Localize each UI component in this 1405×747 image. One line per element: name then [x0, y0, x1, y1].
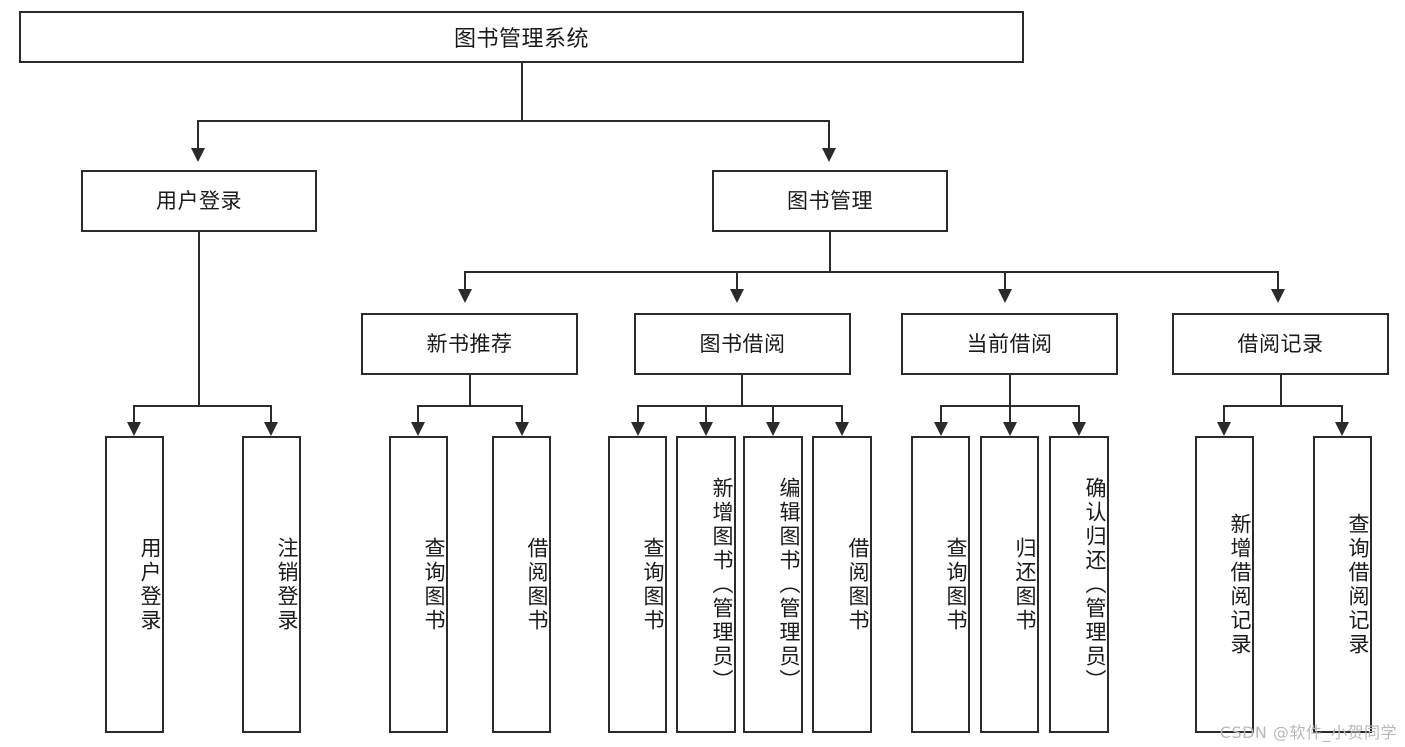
connector-br-drop-2 [1341, 405, 1343, 424]
connector-nbr-stem [469, 375, 471, 406]
arrowhead-bb-leaf-3 [766, 422, 780, 436]
connector-bb-drop-1 [637, 405, 639, 424]
connector-bm-drop-borrow-record [1277, 271, 1279, 291]
connector-user-login-stem [198, 232, 200, 406]
connector-cb-drop-3 [1078, 405, 1080, 424]
leaf-bb-query-book[interactable]: 查询图书 [608, 436, 667, 733]
leaf-cb-return-book[interactable]: 归还图书 [980, 436, 1039, 733]
connector-cb-drop-2 [1009, 405, 1011, 424]
connector-cb-drop-1 [940, 405, 942, 424]
connector-bb-stem [741, 375, 743, 406]
arrowhead-root-to-book-manage [822, 148, 836, 162]
arrowhead-root-to-user-login [191, 148, 205, 162]
arrowhead-bb-leaf-2 [699, 422, 713, 436]
connector-bb-drop-3 [772, 405, 774, 424]
leaf-bb-borrow-book[interactable]: 借阅图书 [812, 436, 872, 733]
connector-bm-drop-book-borrow [736, 271, 738, 291]
connector-bb-bus [637, 405, 843, 407]
leaf-nbr-query-book[interactable]: 查询图书 [389, 436, 448, 733]
leaf-cb-query-book[interactable]: 查询图书 [911, 436, 970, 733]
arrowhead-cb-leaf-2 [1003, 422, 1017, 436]
arrowhead-bb-leaf-1 [631, 422, 645, 436]
connector-nbr-drop-1 [417, 405, 419, 424]
connector-br-bus [1223, 405, 1343, 407]
connector-br-stem [1280, 375, 1282, 406]
node-book-manage[interactable]: 图书管理 [712, 170, 948, 232]
connector-user-login-drop-2 [270, 405, 272, 424]
connector-user-login-drop-1 [133, 405, 135, 424]
connector-root-bus [197, 120, 830, 122]
connector-root-to-user-login [197, 120, 199, 150]
connector-bb-drop-2 [705, 405, 707, 424]
node-root-system[interactable]: 图书管理系统 [19, 11, 1024, 63]
connector-root-stem [521, 63, 523, 121]
leaf-br-add-record[interactable]: 新增借阅记录 [1195, 436, 1254, 733]
arrowhead-cb-leaf-3 [1072, 422, 1086, 436]
arrowhead-br-leaf-1 [1217, 422, 1231, 436]
leaf-nbr-borrow-book[interactable]: 借阅图书 [492, 436, 551, 733]
arrowhead-bm-book-borrow [730, 289, 744, 303]
connector-bm-drop-current-borrow [1004, 271, 1006, 291]
arrowhead-br-leaf-2 [1335, 422, 1349, 436]
connector-book-manage-bus [464, 271, 1279, 273]
node-new-book-recommend[interactable]: 新书推荐 [361, 313, 578, 375]
node-current-borrow[interactable]: 当前借阅 [901, 313, 1118, 375]
connector-nbr-bus [417, 405, 523, 407]
leaf-bb-add-book-admin[interactable]: 新增图书（管理员） [676, 436, 736, 733]
node-borrow-record[interactable]: 借阅记录 [1172, 313, 1389, 375]
leaf-br-query-record[interactable]: 查询借阅记录 [1313, 436, 1372, 733]
connector-root-to-book-manage [828, 120, 830, 150]
arrowhead-nbr-leaf-1 [411, 422, 425, 436]
leaf-cb-confirm-return-admin[interactable]: 确认归还（管理员） [1049, 436, 1109, 733]
connector-bb-drop-4 [841, 405, 843, 424]
connector-cb-stem [1009, 375, 1011, 406]
arrowhead-user-login-leaf-1 [127, 422, 141, 436]
leaf-user-login-logout[interactable]: 注销登录 [242, 436, 301, 733]
connector-bm-drop-new-book [464, 271, 466, 291]
arrowhead-bm-new-book [458, 289, 472, 303]
node-user-login[interactable]: 用户登录 [81, 170, 317, 232]
node-book-borrow[interactable]: 图书借阅 [634, 313, 851, 375]
leaf-bb-edit-book-admin[interactable]: 编辑图书（管理员） [743, 436, 803, 733]
connector-user-login-bus [133, 405, 270, 407]
arrowhead-user-login-leaf-2 [264, 422, 278, 436]
arrowhead-cb-leaf-1 [934, 422, 948, 436]
arrowhead-bm-current-borrow [998, 289, 1012, 303]
connector-book-manage-stem [829, 232, 831, 272]
leaf-user-login-login[interactable]: 用户登录 [105, 436, 164, 733]
arrowhead-bb-leaf-4 [835, 422, 849, 436]
csdn-watermark: CSDN @软件_小贺同学 [1219, 723, 1397, 742]
connector-nbr-drop-2 [521, 405, 523, 424]
arrowhead-nbr-leaf-2 [515, 422, 529, 436]
connector-br-drop-1 [1223, 405, 1225, 424]
arrowhead-bm-borrow-record [1271, 289, 1285, 303]
